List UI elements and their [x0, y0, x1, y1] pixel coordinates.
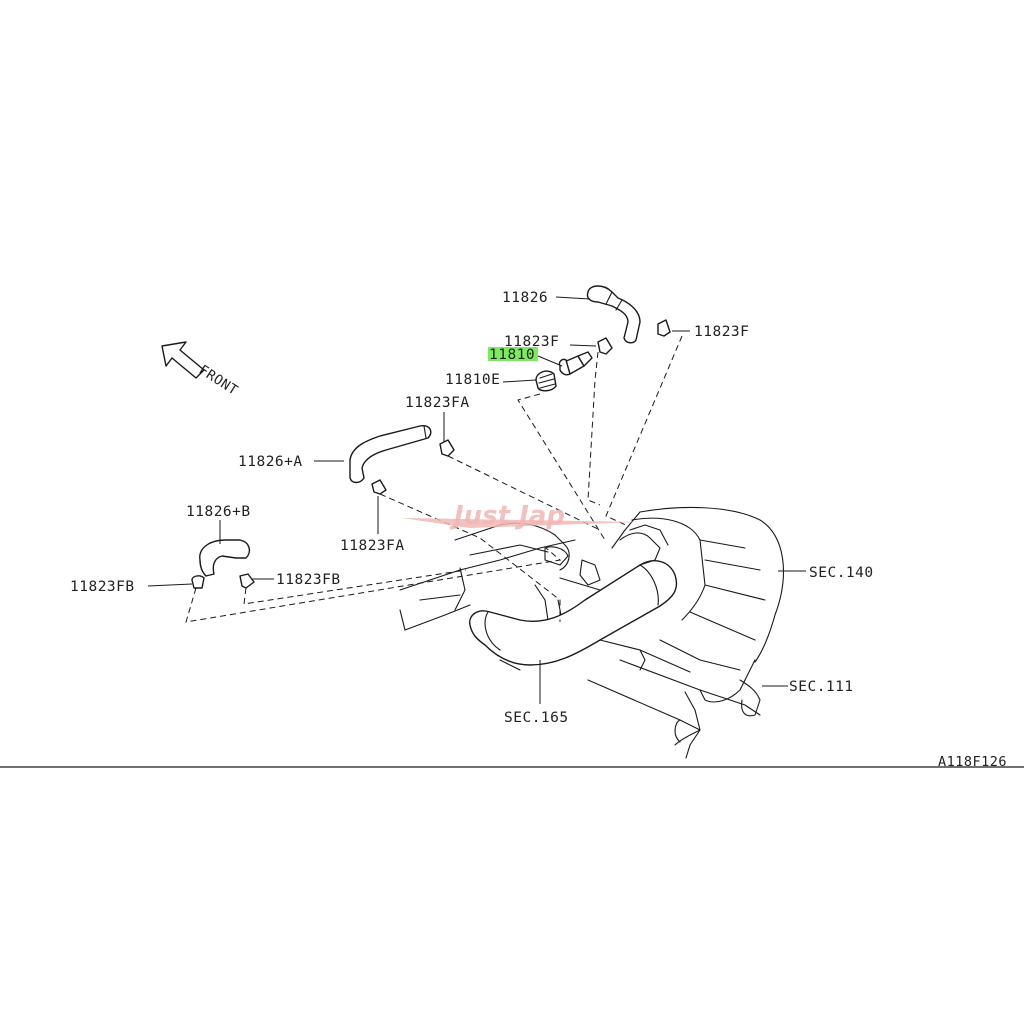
front-direction-indicator: FRONT	[161, 341, 241, 399]
front-arrow-icon	[161, 341, 205, 379]
leader-lines	[147, 296, 806, 704]
clamp-11823fa-top-part[interactable]	[439, 439, 455, 457]
label-sec-165[interactable]: SEC.165	[504, 710, 569, 726]
part-highlight	[488, 347, 538, 361]
engine-assembly	[399, 506, 784, 759]
hose-11826b-part[interactable]	[199, 539, 251, 577]
label-11823f-left[interactable]: 11823F	[504, 334, 559, 350]
label-11826[interactable]: 11826	[502, 290, 548, 306]
watermark-swoosh-icon	[402, 518, 640, 528]
label-11810e[interactable]: 11810E	[445, 372, 500, 388]
clamp-11823fa-bottom-part[interactable]	[371, 479, 387, 495]
hose-11826-part[interactable]	[586, 285, 641, 344]
grommet-11810e-part[interactable]	[535, 370, 557, 392]
label-11823fb-right[interactable]: 11823FB	[276, 572, 341, 588]
label-11826b[interactable]: 11826+B	[186, 504, 251, 520]
clamp-11823fb-right-part[interactable]	[239, 573, 255, 589]
front-label: FRONT	[196, 362, 241, 399]
watermark-text: Just Jap	[449, 501, 565, 531]
label-11810[interactable]: 11810	[489, 347, 535, 363]
figure-code: A118F126	[938, 754, 1007, 770]
part-labels: 11826 11823F 11823F 11810 11810E 11823FA…	[70, 290, 1007, 770]
label-11823fa-top[interactable]: 11823FA	[405, 395, 470, 411]
label-11826a[interactable]: 11826+A	[238, 454, 303, 470]
clamp-11823fb-left-part[interactable]	[191, 575, 205, 589]
label-11823f-right[interactable]: 11823F	[694, 324, 749, 340]
label-11823fb-left[interactable]: 11823FB	[70, 579, 135, 595]
label-11823fa-bottom[interactable]: 11823FA	[340, 538, 405, 554]
pcv-valve-11810-part[interactable]	[558, 351, 593, 376]
watermark: Just Jap	[402, 501, 640, 531]
hose-11826a-part[interactable]	[349, 424, 432, 484]
label-sec-111[interactable]: SEC.111	[789, 679, 854, 695]
label-sec-140[interactable]: SEC.140	[809, 565, 874, 581]
clamp-11823f-right-part[interactable]	[657, 319, 671, 337]
clamp-11823f-left-part[interactable]	[597, 337, 613, 355]
